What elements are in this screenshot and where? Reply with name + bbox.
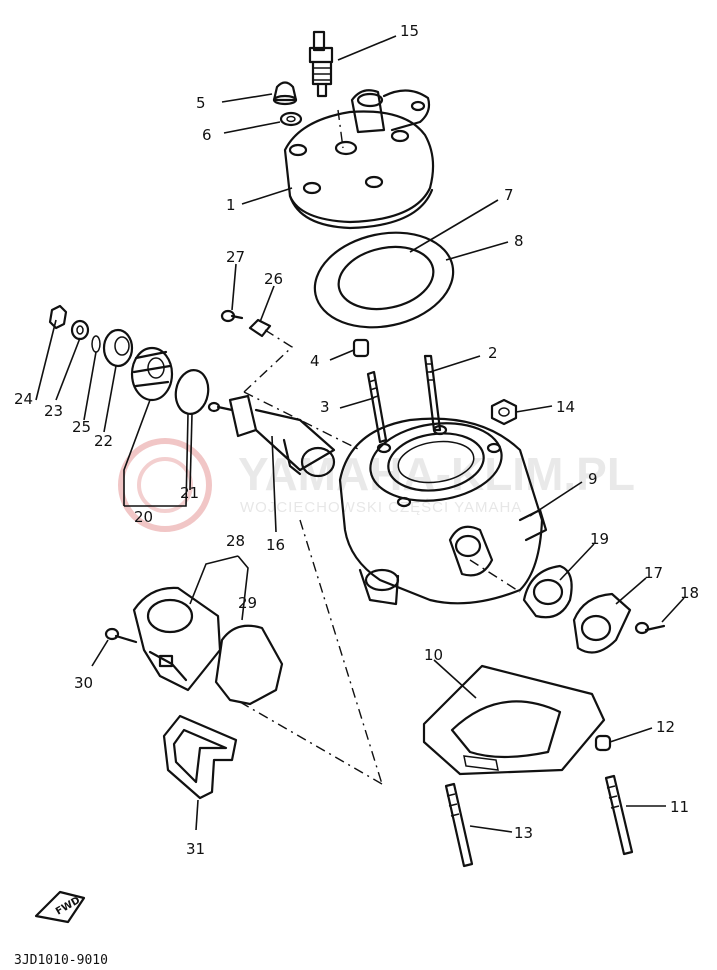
- fwd-label: FWD: [54, 895, 82, 918]
- callout-21: 21: [180, 484, 199, 502]
- callout-9: 9: [588, 470, 598, 488]
- callout-16: 16: [266, 536, 285, 554]
- bellows-20: [130, 346, 174, 402]
- bolt-18: [634, 621, 666, 635]
- cover-gasket: [214, 624, 284, 706]
- seal-31: [162, 714, 238, 800]
- callout-30: 30: [74, 674, 93, 692]
- valve-cover: [132, 586, 222, 692]
- callout-12: 12: [656, 718, 675, 736]
- bolt-30: [104, 627, 138, 644]
- callout-17: 17: [644, 564, 663, 582]
- callout-18: 18: [680, 584, 699, 602]
- bearing-22: [102, 328, 134, 368]
- nut-24: [48, 304, 68, 330]
- callout-15: 15: [400, 22, 419, 40]
- callout-labels: 1 2 3 4 5 6 7 8 9 10 11 12 13 14 15 16 1…: [14, 22, 699, 858]
- callout-31: 31: [186, 840, 205, 858]
- watermark-text: YAMAHA-KLIM.PL: [238, 448, 635, 500]
- callout-29: 29: [238, 594, 257, 612]
- joint-17: [572, 592, 632, 654]
- callout-19: 19: [590, 530, 609, 548]
- callout-23: 23: [44, 402, 63, 420]
- washer: [279, 111, 303, 127]
- callout-8: 8: [514, 232, 524, 250]
- o-ring-21: [174, 369, 210, 415]
- callout-14: 14: [556, 398, 575, 416]
- callout-6: 6: [202, 126, 212, 144]
- stud-bolt-11: [604, 774, 634, 856]
- callout-28: 28: [226, 532, 245, 550]
- nut-14: [490, 398, 518, 426]
- callout-24: 24: [14, 390, 33, 408]
- base-gasket: [422, 664, 606, 776]
- cylinder: [338, 417, 548, 606]
- callout-13: 13: [514, 824, 533, 842]
- circlip-25: [91, 335, 101, 353]
- callout-3: 3: [320, 398, 330, 416]
- washer-23: [70, 319, 90, 341]
- cylinder-head: [283, 89, 435, 230]
- spark-plug: [308, 30, 334, 98]
- watermark-subtext: WOJCIECHOWSKI CZĘŚCI YAMAHA: [240, 498, 522, 516]
- callout-5: 5: [196, 94, 206, 112]
- callout-27: 27: [226, 248, 245, 266]
- o-ring-large: [313, 231, 455, 329]
- leader-lines: [35, 35, 685, 833]
- callout-7: 7: [504, 186, 514, 204]
- exhaust-gasket: [522, 564, 573, 619]
- callout-10: 10: [424, 646, 443, 664]
- watermark-logo: [118, 438, 212, 532]
- stud-bolt-13: [444, 782, 474, 868]
- dowel-pin-4: [352, 338, 370, 358]
- cap-nut: [272, 81, 298, 106]
- part-code: 3JD1010-9010: [14, 953, 108, 968]
- power-valve: [207, 394, 336, 478]
- clamp-26: [248, 318, 272, 338]
- callout-20: 20: [134, 508, 153, 526]
- callout-25: 25: [72, 418, 91, 436]
- callout-1: 1: [226, 196, 236, 214]
- o-ring-small: [337, 245, 435, 311]
- callout-26: 26: [264, 270, 283, 288]
- callout-2: 2: [488, 344, 498, 362]
- screw-27: [220, 309, 244, 323]
- callout-22: 22: [94, 432, 113, 450]
- callout-4: 4: [310, 352, 320, 370]
- callout-11: 11: [670, 798, 689, 816]
- forward-arrow: FWD: [34, 890, 86, 924]
- dowel-pin-12: [594, 734, 612, 752]
